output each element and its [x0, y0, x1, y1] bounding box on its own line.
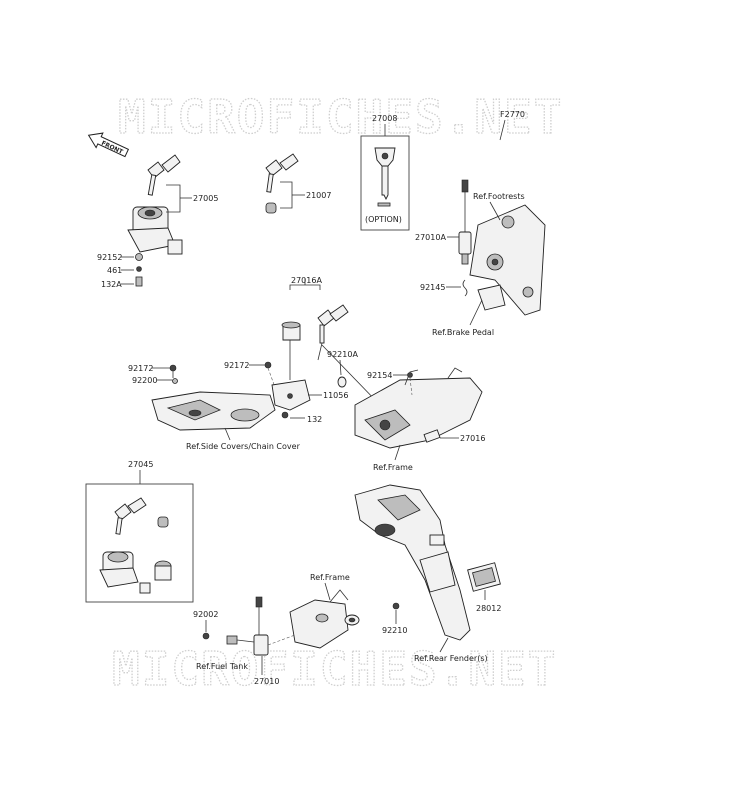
label-27008: 27008	[372, 114, 397, 123]
label-92210a: 92210A	[327, 350, 358, 359]
label-92172-center: 92172	[224, 361, 249, 370]
part-27016-seat-lock-cable	[423, 429, 441, 443]
part-frame-rear	[354, 367, 483, 449]
label-92145: 92145	[420, 283, 445, 292]
label-ref-brake-pedal: Ref.Brake Pedal	[432, 328, 494, 337]
label-27016a: 27016A	[291, 276, 322, 285]
label-ref-frame-1: Ref.Frame	[373, 463, 413, 472]
label-ref-rear-fender: Ref.Rear Fender(s)	[414, 654, 488, 663]
part-27010-switch-with-lead	[226, 596, 269, 656]
label-92002: 92002	[193, 610, 218, 619]
part-27010a-brake-switch	[458, 179, 472, 297]
label-ref-fuel-tank: Ref.Fuel Tank	[196, 662, 248, 671]
part-seat-latch-bracket	[271, 379, 311, 419]
label-27010a: 27010A	[415, 233, 446, 242]
part-side-cover	[151, 391, 276, 431]
part-21007-key-set	[265, 153, 299, 214]
watermark-top: MICROFICHES.NET	[118, 90, 563, 144]
label-ref-side-covers: Ref.Side Covers/Chain Cover	[186, 442, 301, 451]
label-28012: 28012	[476, 604, 501, 613]
label-92154: 92154	[367, 371, 392, 380]
label-11056: 11056	[323, 391, 348, 400]
label-132: 132	[307, 415, 322, 424]
label-132a: 132A	[101, 280, 122, 289]
label-461: 461	[107, 266, 122, 275]
label-92172-left: 92172	[128, 364, 153, 373]
label-27045: 27045	[128, 460, 153, 469]
label-92200: 92200	[132, 376, 157, 385]
part-28012-reflector	[467, 562, 501, 592]
part-footrest-bracket	[469, 204, 546, 316]
label-92210: 92210	[382, 626, 407, 635]
label-27005: 27005	[193, 194, 218, 203]
label-21007: 21007	[306, 191, 331, 200]
part-27016a-seat-lock	[281, 304, 349, 344]
part-27008-key-option: (OPTION)	[360, 124, 410, 231]
label-f2770: F2770	[500, 110, 525, 119]
part-rear-fender	[354, 484, 471, 641]
part-screw-92172-left	[169, 364, 177, 378]
option-note: (OPTION)	[365, 215, 402, 224]
part-27045-lock-set	[99, 497, 172, 594]
watermark-bottom: MICROFICHES.NET	[112, 642, 557, 696]
label-92152: 92152	[97, 253, 122, 262]
label-27010: 27010	[254, 677, 279, 686]
label-ref-frame-2: Ref.Frame	[310, 573, 350, 582]
part-27045-lock-set-box	[85, 483, 194, 603]
label-27016: 27016	[460, 434, 485, 443]
label-ref-footrests: Ref.Footrests	[473, 192, 525, 201]
part-frame-front-section	[289, 589, 360, 649]
part-27005-ignition-switch	[127, 154, 183, 287]
